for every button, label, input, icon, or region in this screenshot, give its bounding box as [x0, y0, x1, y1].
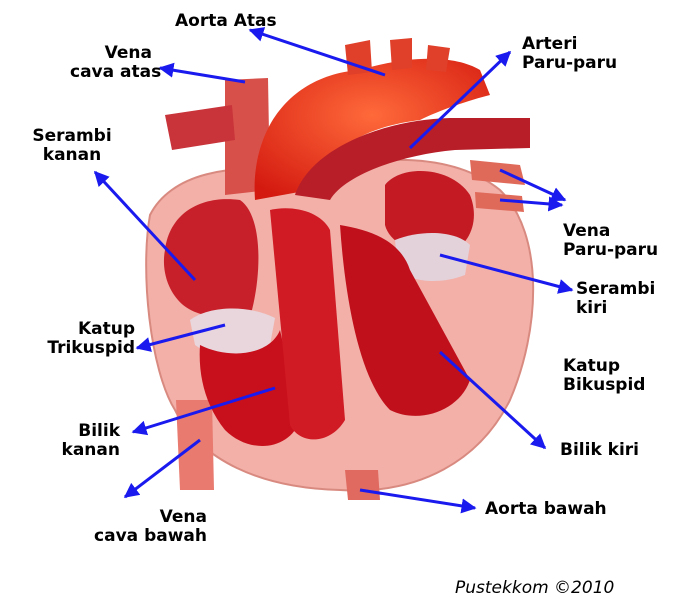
- label-katup-trikuspid: Katup Trikuspid: [10, 320, 135, 358]
- label-serambi-kiri-line2: kiri: [576, 299, 655, 318]
- label-vena-cava-atas-line2: cava atas: [70, 63, 152, 82]
- label-vena-cava-bawah-line2: cava bawah: [70, 527, 207, 546]
- label-aorta-atas-text: Aorta Atas: [175, 12, 277, 31]
- label-serambi-kiri-line1: Serambi: [576, 280, 655, 299]
- descending-aorta: [345, 470, 380, 500]
- label-bilik-kanan-line1: Bilik: [30, 422, 120, 441]
- label-aorta-bawah: Aorta bawah: [485, 500, 607, 519]
- heart-illustration: [146, 38, 533, 500]
- label-vena-cava-bawah: Vena cava bawah: [70, 508, 207, 546]
- label-bilik-kanan-line2: kanan: [30, 441, 120, 460]
- label-arteri-paru-line1: Arteri: [522, 35, 617, 54]
- label-katup-bikuspid-line1: Katup: [563, 357, 645, 376]
- label-katup-bikuspid: Katup Bikuspid: [563, 357, 645, 395]
- aortic-branches: [345, 38, 450, 75]
- label-vena-paru: Vena Paru-paru: [563, 222, 658, 260]
- pulmonary-branches-left: [165, 105, 235, 150]
- label-serambi-kanan: Serambi kanan: [22, 127, 122, 165]
- label-aorta-atas: Aorta Atas: [175, 12, 277, 31]
- label-vena-cava-bawah-line1: Vena: [70, 508, 207, 527]
- label-serambi-kanan-line2: kanan: [22, 146, 122, 165]
- label-bilik-kiri-text: Bilik kiri: [560, 441, 639, 460]
- label-bilik-kiri: Bilik kiri: [560, 441, 639, 460]
- label-vena-cava-atas: Vena cava atas: [70, 44, 152, 82]
- credit-text: Pustekkom ©2010: [455, 578, 614, 598]
- arrow-vena-cava-atas: [160, 68, 245, 82]
- label-vena-paru-line2: Paru-paru: [563, 241, 658, 260]
- label-aorta-bawah-text: Aorta bawah: [485, 500, 607, 519]
- label-bilik-kanan: Bilik kanan: [30, 422, 120, 460]
- label-arteri-paru-line2: Paru-paru: [522, 54, 617, 73]
- label-katup-bikuspid-line2: Bikuspid: [563, 376, 645, 395]
- label-katup-trikuspid-line2: Trikuspid: [10, 339, 135, 358]
- label-arteri-paru: Arteri Paru-paru: [522, 35, 617, 73]
- label-serambi-kanan-line1: Serambi: [22, 127, 122, 146]
- label-vena-paru-line1: Vena: [563, 222, 658, 241]
- label-katup-trikuspid-line1: Katup: [10, 320, 135, 339]
- label-serambi-kiri: Serambi kiri: [576, 280, 655, 318]
- label-vena-cava-atas-line1: Vena: [70, 44, 152, 63]
